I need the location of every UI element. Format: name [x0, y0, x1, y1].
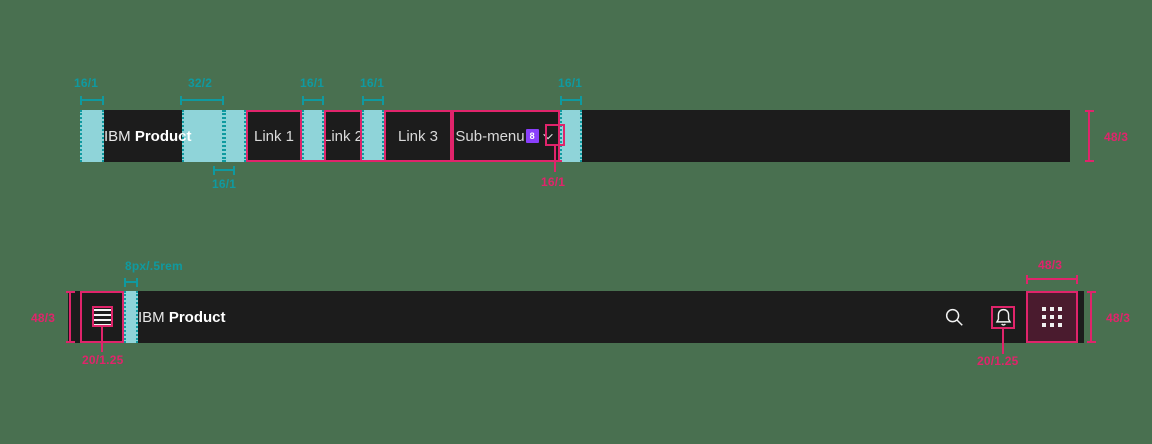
chevron-down-icon[interactable]: [539, 127, 557, 145]
rule-link2-gap: [362, 96, 384, 105]
leader-bell: [1002, 329, 1004, 354]
menu-button[interactable]: [80, 291, 124, 343]
dim-link2-gap: 16/1: [360, 76, 385, 90]
bottom-brand[interactable]: IBM Product: [138, 291, 268, 343]
dim-top-left-pad: 16/1: [74, 76, 99, 90]
bottom-brand-prefix: IBM: [138, 308, 165, 326]
spacer-after-brand: [182, 110, 224, 162]
rule-link1-gap: [302, 96, 324, 105]
rule-below-brand: [213, 166, 235, 175]
spacer-before-link1: [224, 110, 246, 162]
rule-brand-offset: [124, 278, 138, 287]
dim-brand-gap: 32/2: [188, 76, 213, 90]
dim-below-brand: 16/1: [212, 177, 237, 191]
baseline-nav: [246, 160, 562, 162]
bottom-header-bar: [68, 291, 1084, 343]
rule-top-header-height: [1085, 110, 1094, 162]
bottom-brand-label: IBM Product: [138, 309, 226, 326]
top-nav-link-3[interactable]: Link 3: [384, 110, 452, 162]
search-icon: [945, 308, 963, 326]
bottom-brand-name: Product: [168, 308, 226, 326]
top-nav-link-1[interactable]: Link 1: [246, 110, 302, 162]
app-switcher-button[interactable]: [1026, 291, 1078, 343]
top-brand-name: Product: [134, 127, 192, 145]
dim-chevron-pad: 16/1: [541, 175, 566, 189]
dim-link1-gap: 16/1: [300, 76, 325, 90]
submenu-badge: 8: [525, 129, 539, 143]
rule-menu-button-height: [66, 291, 75, 343]
dim-bell-icon-size: 20/1.25: [977, 354, 1019, 368]
top-brand-label: IBM Product: [104, 128, 192, 145]
rule-app-switcher-height: [1087, 291, 1096, 343]
spacer-after-submenu: [560, 110, 582, 162]
spacer-after-menu: [124, 291, 138, 343]
rule-brand-gap: [180, 96, 224, 105]
dim-menu-button-height: 48/3: [31, 311, 56, 325]
notification-button[interactable]: [981, 291, 1025, 343]
top-nav-link-1-label: Link 1: [253, 127, 295, 145]
dim-app-switcher-width: 48/3: [1038, 258, 1063, 272]
rule-app-switcher-width: [1026, 275, 1078, 284]
top-nav-submenu[interactable]: Sub-menu 8: [452, 110, 560, 162]
spacer-before-link3: [362, 110, 384, 162]
spacer-before-link2: [302, 110, 324, 162]
top-nav-link-3-label: Link 3: [397, 127, 439, 145]
top-nav-submenu-label: Sub-menu: [455, 127, 525, 145]
top-nav-link-2[interactable]: Link 2: [322, 110, 364, 162]
dim-bottom-header-height: 48/3: [1106, 311, 1131, 325]
search-button[interactable]: [932, 291, 976, 343]
leader-menu-icon: [101, 327, 103, 352]
dim-submenu-gap: 16/1: [558, 76, 583, 90]
rule-submenu-gap: [560, 96, 582, 105]
dim-brand-offset: 8px/.5rem: [125, 259, 183, 273]
leader-chevron: [554, 146, 556, 172]
top-brand[interactable]: IBM Product: [104, 110, 192, 162]
rule-top-left-pad: [80, 96, 104, 105]
notification-bell-icon: [995, 308, 1011, 326]
dim-top-header-height: 48/3: [1104, 130, 1129, 144]
app-switcher-grid-icon: [1042, 307, 1062, 327]
top-brand-prefix: IBM: [104, 127, 131, 145]
spacer-left-pad: [80, 110, 104, 162]
dim-menu-icon-size: 20/1.25: [82, 353, 124, 367]
top-nav-link-2-label: Link 2: [322, 127, 364, 145]
hamburger-menu-icon: [92, 308, 112, 326]
